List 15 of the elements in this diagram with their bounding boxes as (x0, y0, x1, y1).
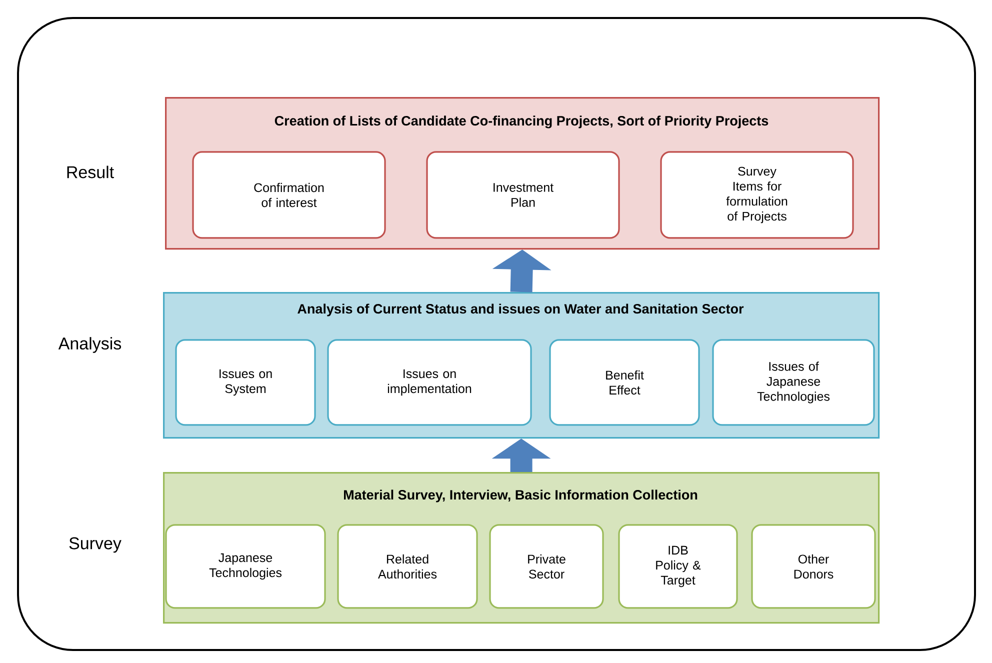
item-box: Benefit Effect (549, 339, 700, 426)
item-box: Other Donors (751, 524, 876, 609)
item-box: Private Sector (489, 524, 604, 609)
item-box: Issues of Japanese Technologies (712, 339, 875, 426)
item-box: Issues on System (175, 339, 316, 426)
layer-label: Result (67, 166, 114, 178)
item-box: IDB Policy & Target (618, 524, 738, 609)
item-box: Issues on implementation (327, 339, 532, 426)
item-box: Related Authorities (337, 524, 478, 609)
item-box: Japanese Technologies (165, 524, 326, 609)
layer-label: Survey (69, 537, 122, 553)
layer-label: Analysis (58, 337, 122, 353)
item-box: Confirmation of interest (192, 151, 386, 239)
item-box: Survey Items for formulation of Projects (660, 151, 854, 239)
item-box: Investment Plan (426, 151, 620, 239)
